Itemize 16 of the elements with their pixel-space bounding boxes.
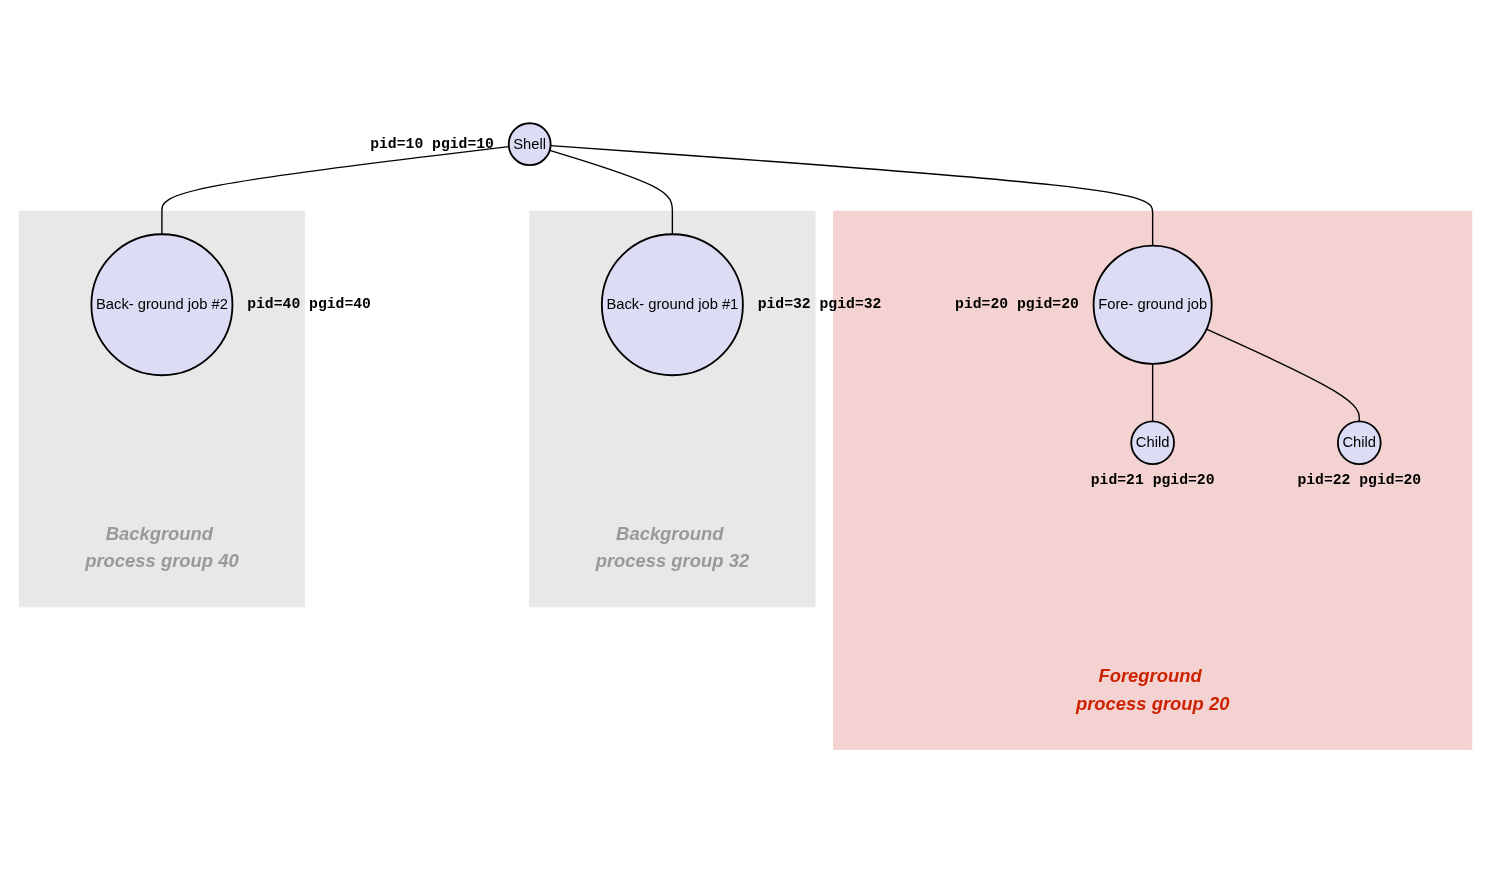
connector [549,149,674,236]
node-label: pid=22 pgid=20 [1297,472,1422,490]
node-circle: Child [1336,420,1382,466]
connector [549,145,1154,247]
node-label: pid=10 pgid=10 [370,136,494,153]
node-circle: Back- ground job #1 [600,233,744,377]
node-label: pid=21 pgid=20 [1090,472,1215,490]
node-label: pid=40 pgid=40 [247,296,371,314]
node-circle: Back- ground job #2 [90,233,234,377]
node-label: pid=20 pgid=20 [955,296,1079,314]
node-circle: Shell [507,122,552,167]
node-circle: Child [1130,420,1175,466]
connector [1151,363,1154,423]
connector [1205,328,1360,423]
node-label: pid=32 pgid=32 [757,296,882,314]
node-circle: Fore- ground job [1092,244,1213,365]
